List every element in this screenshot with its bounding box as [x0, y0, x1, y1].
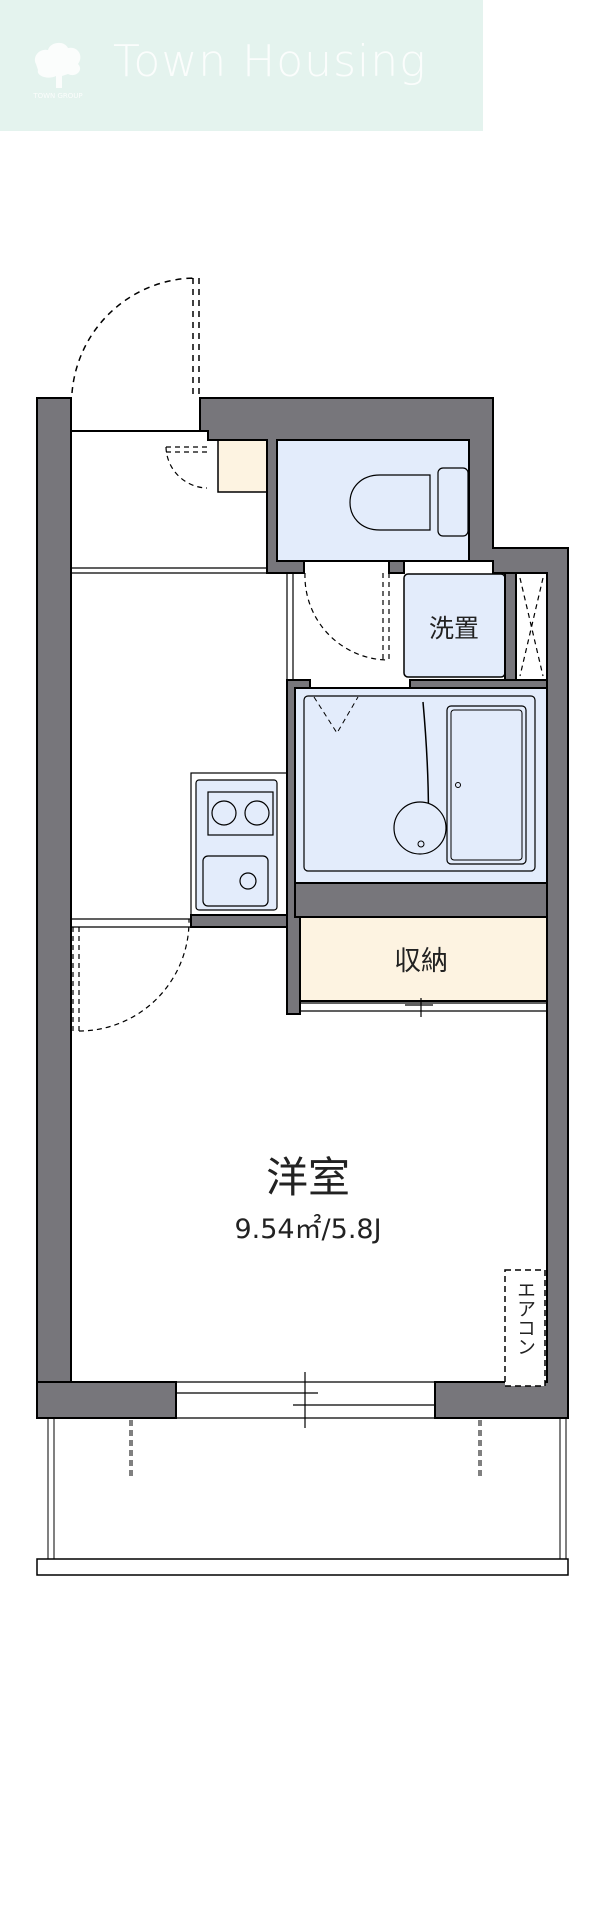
- logo-banner: TOWN GROUP Town Housing: [0, 0, 483, 131]
- aircon-label: エアコン: [514, 1280, 536, 1356]
- shoe-cabinet: [217, 439, 268, 493]
- western-room-area: 9.54㎡/5.8J: [234, 1214, 381, 1245]
- shoe-cabinet-door: [165, 446, 208, 489]
- balcony: [47, 1418, 567, 1559]
- room-door-swing: [72, 918, 190, 1032]
- logo-emblem-text: TOWN GROUP: [32, 92, 82, 100]
- washer-label: 洗置: [429, 614, 479, 643]
- toilet-door-swing: [304, 572, 390, 661]
- stove: [207, 791, 274, 836]
- brand-name: Town Housing: [113, 36, 427, 87]
- kitchen-sink: [202, 855, 269, 907]
- toilet-icon: [349, 474, 431, 531]
- tree-logo-icon: TOWN GROUP: [32, 42, 83, 100]
- wash-basin: [393, 801, 447, 855]
- storage-label: 収納: [394, 946, 448, 977]
- balcony-window: [176, 1372, 435, 1428]
- aircon-box: [504, 1269, 546, 1387]
- entrance-door-swing: [71, 277, 200, 398]
- western-room-label: 洋室: [266, 1153, 350, 1202]
- bathtub: [446, 705, 527, 865]
